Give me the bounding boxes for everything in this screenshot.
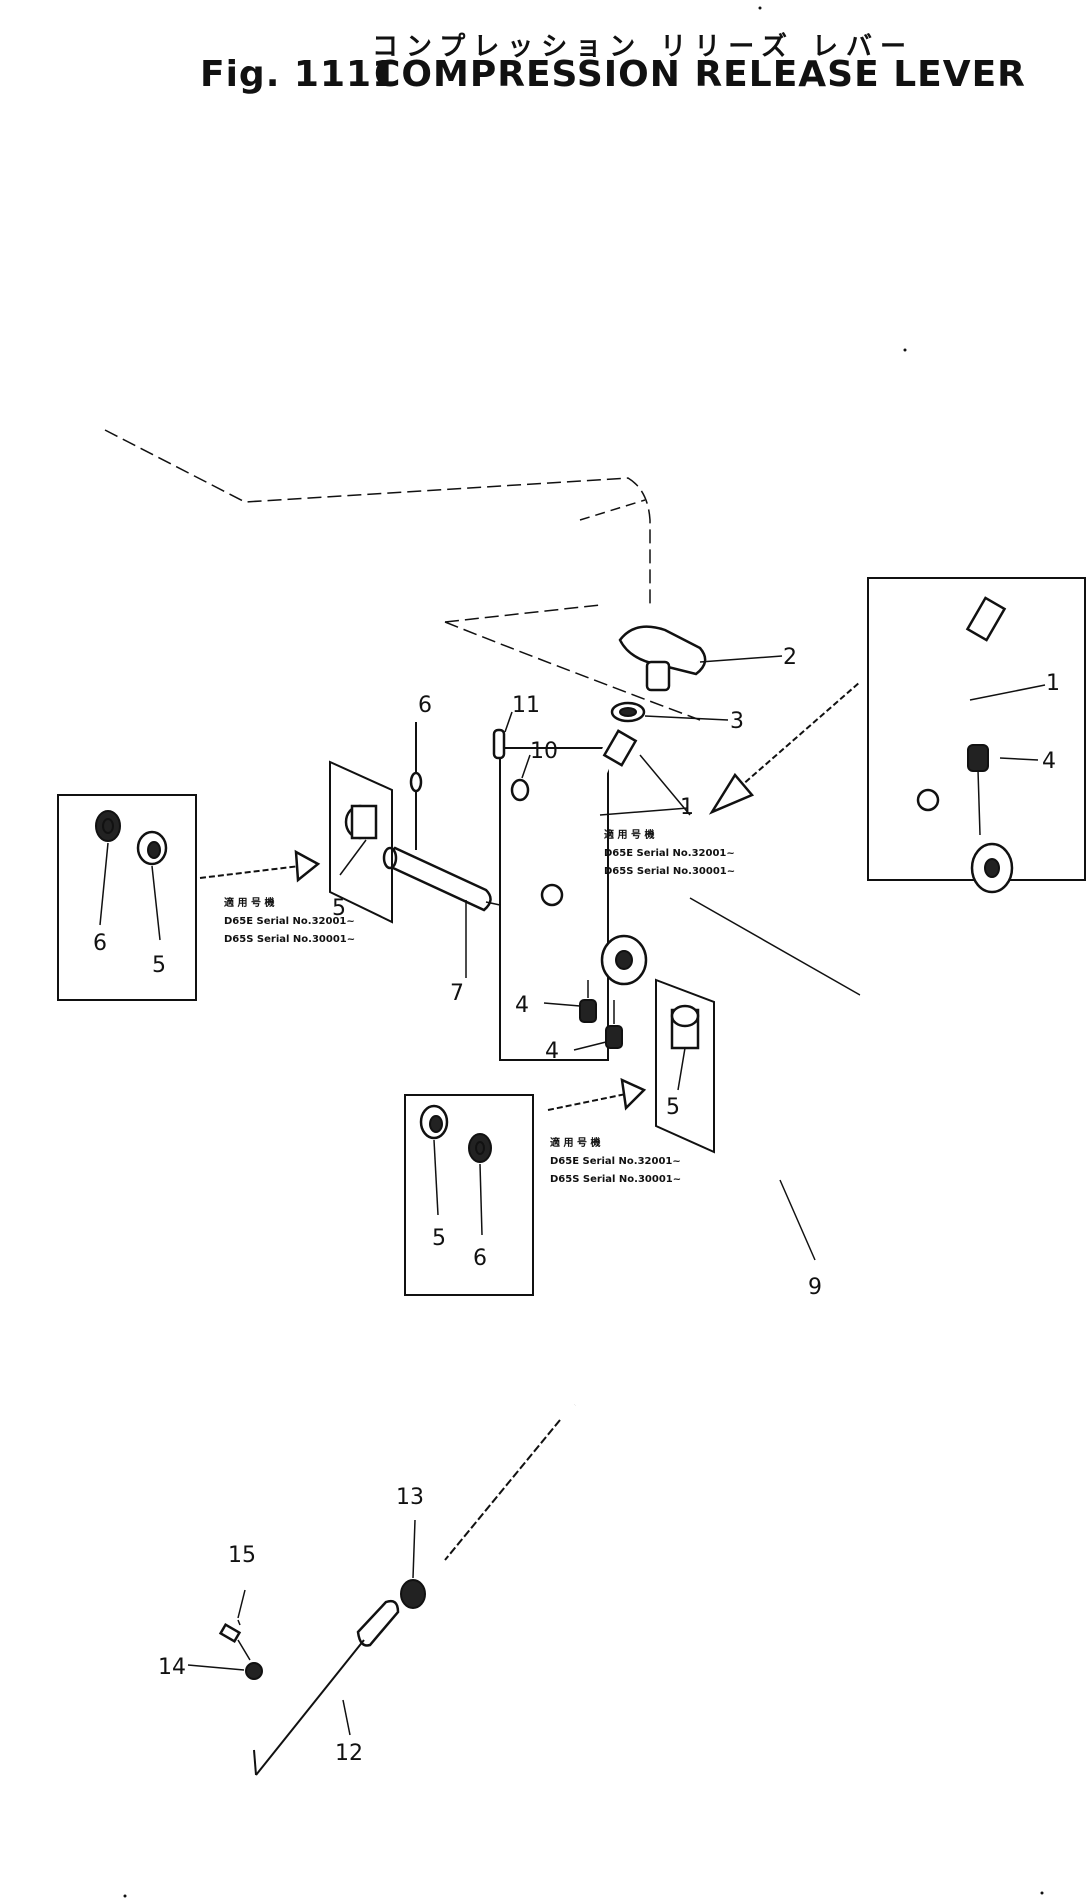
arrow-to-right-box — [547, 1077, 647, 1111]
serial-note-bottom-line1: D65E Serial No.32001~ — [550, 1156, 681, 1167]
callout-5-right-box: 5 — [666, 1095, 680, 1120]
callout-15: 15 — [228, 1543, 256, 1568]
figure-number: Fig. 1111 — [200, 54, 399, 95]
callout-5-left-inset: 5 — [152, 953, 166, 978]
serial-note-bottom: 適 用 号 機 D65E Serial No.32001~ D65S Seria… — [550, 1136, 681, 1185]
callout-2: 2 — [783, 645, 797, 670]
pin-and-washer — [492, 711, 531, 802]
figure-title: COMPRESSION RELEASE LEVER — [374, 54, 1026, 95]
japanese-title: コンプレッション リリーズ レバー — [372, 32, 915, 62]
inset-left-bushing — [57, 794, 197, 1001]
serial-note-left: 適 用 号 機 D65E Serial No.32001~ D65S Seria… — [224, 896, 355, 945]
serial-note-main-heading: 適 用 号 機 — [604, 828, 654, 841]
callout-4-a: 4 — [515, 993, 529, 1018]
callout-10: 10 — [530, 739, 558, 764]
figure-header: コンプレッション リリーズ レバー Fig. 1111 COMPRESSION … — [0, 0, 1090, 110]
grease-fittings — [543, 980, 623, 1051]
serial-note-main-line2: D65S Serial No.30001~ — [604, 866, 735, 877]
inset-bottom-bushing — [404, 1094, 534, 1296]
serial-note-main-line1: D65E Serial No.32001~ — [604, 848, 735, 859]
callout-14: 14 — [158, 1655, 186, 1680]
callout-6-top: 6 — [418, 693, 432, 718]
scan-specks — [123, 6, 1044, 1898]
serial-note-left-line2: D65S Serial No.30001~ — [224, 934, 355, 945]
callout-4-inset: 4 — [1042, 749, 1056, 774]
callout-9: 9 — [808, 1275, 822, 1300]
inset-right-lever — [867, 577, 1086, 894]
serial-note-bottom-heading: 適 用 号 機 — [550, 1136, 600, 1149]
callout-3: 3 — [730, 709, 744, 734]
clevis-pin — [187, 1589, 263, 1680]
serial-note-left-line1: D65E Serial No.32001~ — [224, 916, 355, 927]
bushing-box-left — [329, 760, 393, 924]
serial-note-main: 適 用 号 機 D65E Serial No.32001~ D65S Seria… — [604, 828, 735, 877]
callout-6-left-inset: 6 — [93, 931, 107, 956]
callout-1-main: 1 — [680, 795, 694, 820]
shaft — [382, 722, 501, 978]
callout-5-bottom-inset: 5 — [432, 1226, 446, 1251]
serial-note-left-heading: 適 用 号 機 — [224, 896, 274, 909]
arrow-to-right-inset — [708, 681, 861, 815]
lever-knob — [618, 625, 783, 692]
callout-1-inset: 1 — [1046, 671, 1060, 696]
nut — [610, 701, 729, 723]
callout-7: 7 — [450, 981, 464, 1006]
control-lever — [253, 1599, 400, 1776]
callout-4-b: 4 — [545, 1039, 559, 1064]
callout-13: 13 — [396, 1485, 424, 1510]
release-lever — [499, 728, 691, 1061]
callout-6-bottom-inset: 6 — [473, 1246, 487, 1271]
bushing-box-right — [655, 978, 715, 1154]
lock-nut — [400, 1519, 426, 1609]
engine-hood-outline — [104, 429, 701, 721]
callout-12: 12 — [335, 1741, 363, 1766]
callout-5-left-box: 5 — [332, 896, 346, 921]
callout-11: 11 — [512, 693, 540, 718]
serial-note-bottom-line2: D65S Serial No.30001~ — [550, 1174, 681, 1185]
arrow-to-left-box — [199, 849, 321, 883]
linkage-rod — [444, 897, 884, 1561]
